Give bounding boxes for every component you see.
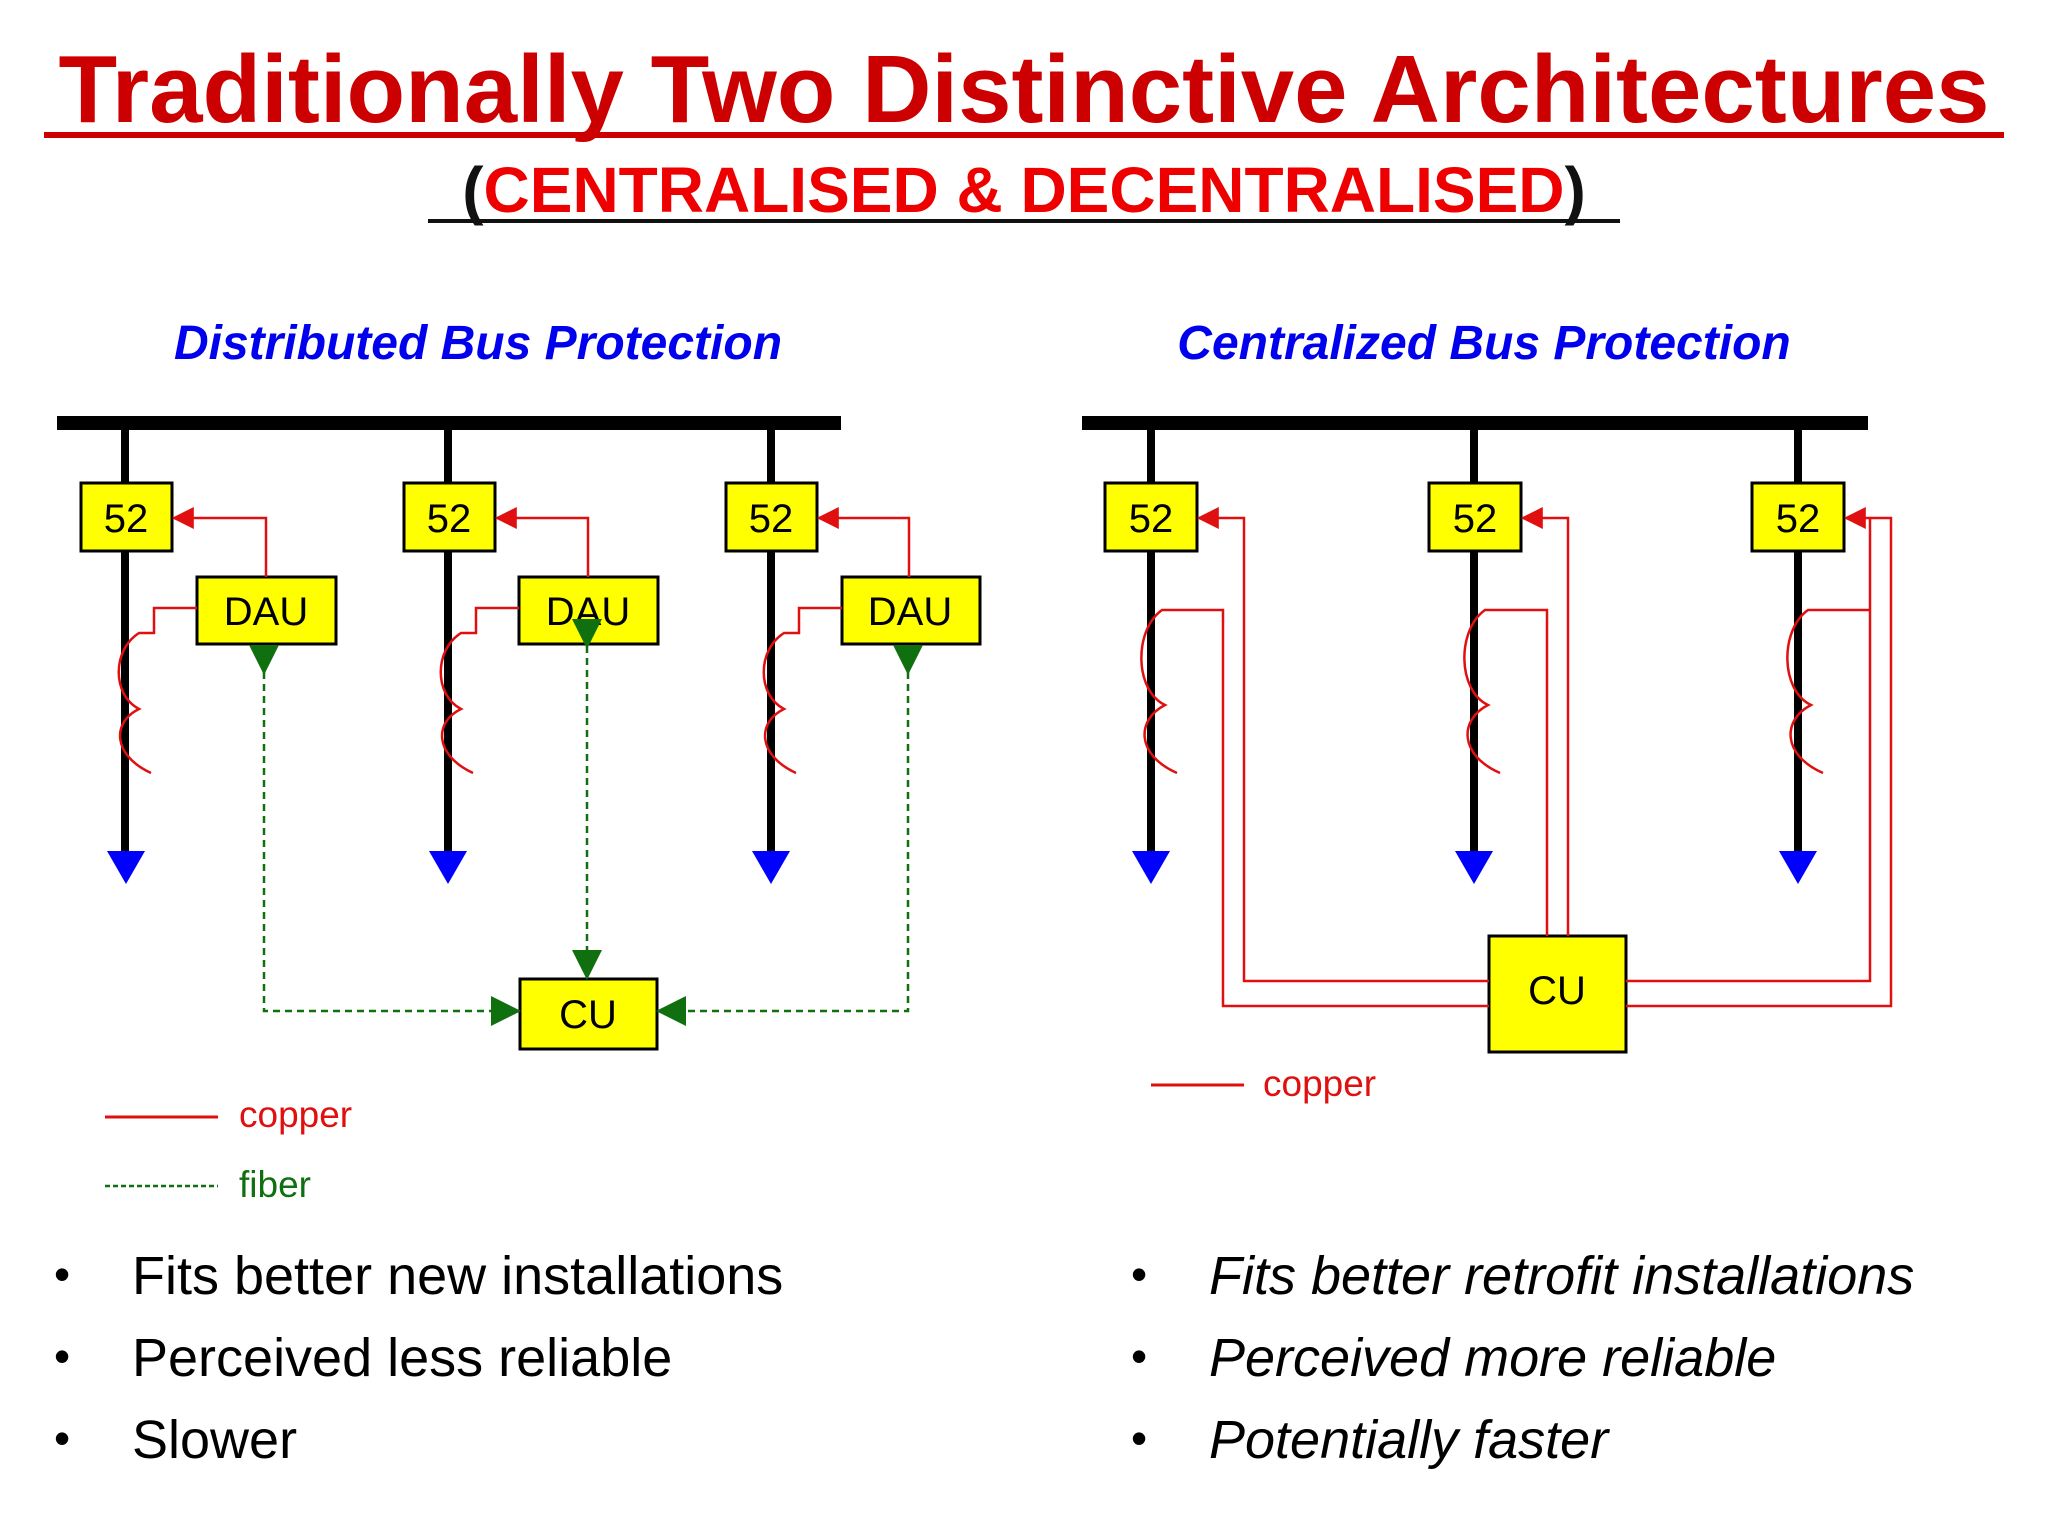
breaker-label: 52 bbox=[1453, 497, 1498, 541]
ct-coil bbox=[117, 606, 197, 775]
dau-box: DAU bbox=[517, 575, 660, 646]
bullet-dot: • bbox=[1131, 1248, 1147, 1300]
ct-coil bbox=[762, 606, 842, 775]
distributed-bullets: • Fits better new installations • Percei… bbox=[54, 1246, 783, 1470]
legend-fiber-label: fiber bbox=[239, 1164, 311, 1205]
distributed-legend: copper fiber bbox=[105, 1094, 352, 1205]
breaker-label: 52 bbox=[1129, 497, 1174, 541]
bullet-dot: • bbox=[1131, 1412, 1147, 1464]
bullet-item: • Perceived more reliable bbox=[1131, 1328, 1776, 1388]
distributed-panel: Distributed Bus Protection 52 DAU bbox=[54, 317, 982, 1470]
bullet-dot: • bbox=[54, 1412, 70, 1464]
feeder-line bbox=[767, 423, 775, 860]
feeder-1-trip-wire bbox=[1196, 507, 1489, 983]
trip-wire bbox=[494, 507, 590, 577]
bullet-item: • Perceived less reliable bbox=[54, 1328, 672, 1388]
trip-wire bbox=[816, 507, 911, 577]
dau-box: DAU bbox=[195, 575, 338, 646]
bullet-text: Potentially faster bbox=[1209, 1410, 1610, 1470]
bullet-text: Perceived less reliable bbox=[132, 1328, 672, 1388]
feeder-line bbox=[444, 423, 452, 860]
dau-label: DAU bbox=[224, 590, 308, 634]
breaker-52: 52 bbox=[1103, 481, 1199, 553]
breaker-label: 52 bbox=[749, 497, 794, 541]
breaker-52: 52 bbox=[1427, 481, 1523, 553]
bullet-text: Perceived more reliable bbox=[1209, 1328, 1776, 1388]
legend-copper-label: copper bbox=[239, 1094, 352, 1135]
subtitle-text: CENTRALISED & DECENTRALISED bbox=[484, 154, 1565, 226]
subtitle-open-paren: ( bbox=[462, 154, 484, 226]
cu-label: CU bbox=[1528, 969, 1586, 1013]
ct-coil bbox=[1463, 608, 1501, 775]
feeder-line bbox=[1794, 423, 1802, 860]
subtitle-close-paren: ) bbox=[1564, 154, 1585, 226]
feeder-line bbox=[1470, 423, 1478, 860]
feeder-arrow-icon bbox=[107, 851, 145, 884]
ct-coil bbox=[1786, 608, 1824, 775]
feeder-1-ct-wire bbox=[1178, 608, 1489, 1008]
main-title-underline bbox=[44, 132, 2004, 138]
feeder-arrow-icon bbox=[1455, 851, 1493, 884]
centralized-title: Centralized Bus Protection bbox=[1177, 317, 1790, 370]
breaker-52: 52 bbox=[79, 481, 174, 553]
bullet-dot: • bbox=[54, 1248, 70, 1300]
centralized-feeder-2: 52 bbox=[1427, 423, 1523, 884]
feeder-line bbox=[121, 423, 129, 860]
bullet-dot: • bbox=[1131, 1330, 1147, 1382]
distributed-feeder-3: 52 DAU bbox=[724, 423, 982, 884]
dau-label: DAU bbox=[546, 590, 630, 634]
centralized-feeder-1: 52 bbox=[1103, 423, 1199, 884]
feeder-arrow-icon bbox=[752, 851, 790, 884]
centralized-legend: copper bbox=[1151, 1063, 1376, 1104]
fiber-link-3 bbox=[656, 645, 923, 1026]
feeder-3-trip-wire bbox=[1626, 507, 1872, 983]
bullet-dot: • bbox=[54, 1330, 70, 1382]
trip-wire bbox=[171, 507, 268, 577]
distributed-feeder-2: 52 DAU bbox=[402, 423, 660, 884]
centralized-cu-box: CU bbox=[1487, 934, 1628, 1054]
legend-copper-label: copper bbox=[1263, 1063, 1376, 1104]
cu-label: CU bbox=[559, 993, 617, 1037]
dau-label: DAU bbox=[868, 590, 952, 634]
dau-box: DAU bbox=[840, 575, 982, 646]
bullet-item: • Fits better new installations bbox=[54, 1246, 783, 1306]
bullet-item: • Fits better retrofit installations bbox=[1131, 1246, 1914, 1306]
breaker-label: 52 bbox=[427, 497, 472, 541]
breaker-label: 52 bbox=[1776, 497, 1821, 541]
bullet-item: • Potentially faster bbox=[1131, 1410, 1610, 1470]
copper-wiring bbox=[1178, 507, 1893, 1008]
breaker-52: 52 bbox=[724, 481, 819, 553]
centralized-bullets: • Fits better retrofit installations • P… bbox=[1131, 1246, 1914, 1470]
bullet-text: Fits better retrofit installations bbox=[1209, 1246, 1914, 1306]
distributed-title: Distributed Bus Protection bbox=[174, 317, 782, 370]
subtitle-underline bbox=[428, 219, 1620, 223]
bullet-text: Fits better new installations bbox=[132, 1246, 783, 1306]
feeder-3-ct-wire-return bbox=[1626, 516, 1893, 1008]
feeder-2-trip-wire bbox=[1520, 507, 1570, 936]
feeder-arrow-icon bbox=[1779, 851, 1817, 884]
bullet-text: Slower bbox=[132, 1410, 297, 1470]
distributed-cu-box: CU bbox=[518, 977, 659, 1051]
breaker-52: 52 bbox=[1750, 481, 1846, 553]
breaker-label: 52 bbox=[104, 497, 149, 541]
distributed-feeder-1: 52 DAU bbox=[79, 423, 338, 884]
feeder-2-ct-wire bbox=[1501, 608, 1549, 936]
breaker-52: 52 bbox=[402, 481, 497, 553]
bullet-item: • Slower bbox=[54, 1410, 297, 1470]
feeder-arrow-icon bbox=[1132, 851, 1170, 884]
feeder-line bbox=[1147, 423, 1155, 860]
feeder-arrow-icon bbox=[429, 851, 467, 884]
ct-coil bbox=[1140, 608, 1178, 775]
centralized-feeder-3: 52 bbox=[1750, 423, 1846, 884]
main-title: Traditionally Two Distinctive Architectu… bbox=[58, 36, 1989, 143]
ct-coil bbox=[439, 606, 519, 775]
fiber-links bbox=[249, 619, 923, 1026]
fiber-link-1 bbox=[249, 645, 521, 1026]
centralized-panel: Centralized Bus Protection 52 52 bbox=[1082, 317, 1914, 1470]
subtitle: (CENTRALISED & DECENTRALISED) bbox=[462, 154, 1586, 226]
